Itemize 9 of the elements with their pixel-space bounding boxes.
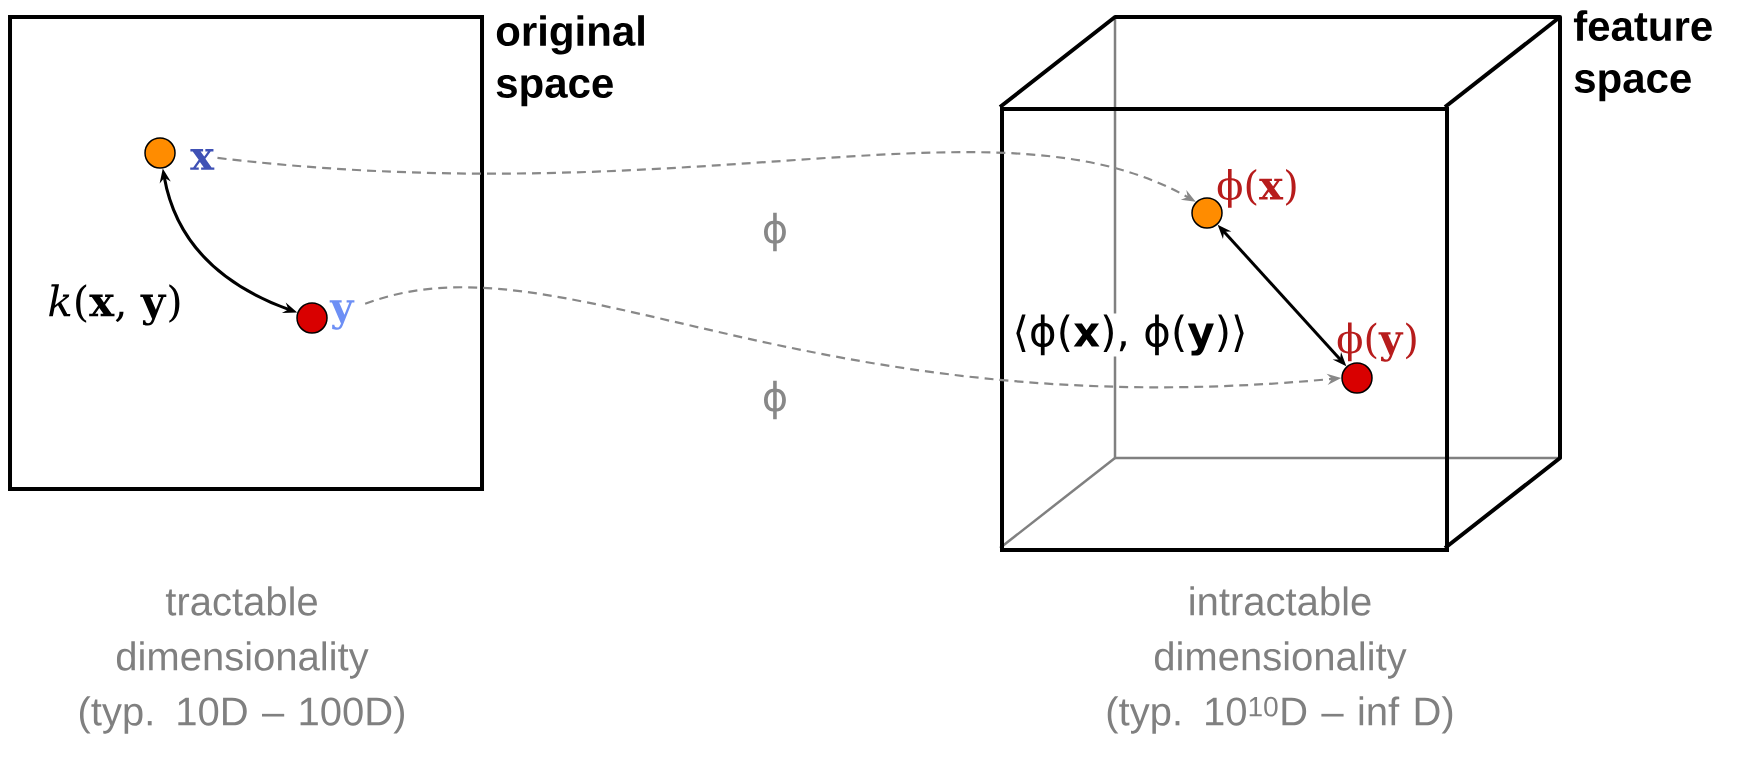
space-heading: original space: [496, 15, 644, 107]
dimensionality-caption: tractable dimensionality (typ. 10D – 100D): [80, 586, 404, 734]
point-label: x: [190, 149, 215, 170]
edge-label: ϕ: [759, 378, 791, 422]
space-heading: feature space: [1573, 10, 1712, 102]
point-label: y: [329, 300, 355, 330]
dimensionality-caption: intractable dimensionality (typ. 10$^{10}$D – inf D): [1107, 586, 1453, 734]
kernel-formula: k(x, y): [49, 284, 180, 326]
edge-label: ϕ: [759, 210, 791, 254]
